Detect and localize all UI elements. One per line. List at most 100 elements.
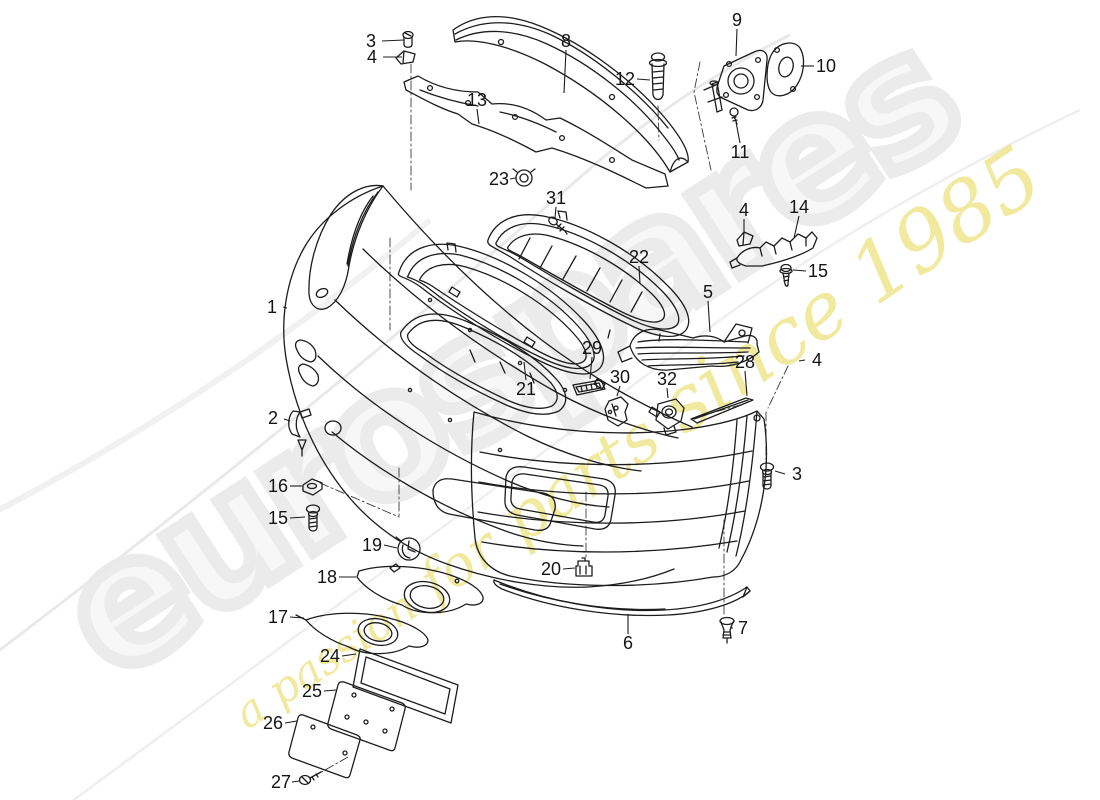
callout-label-25: 25	[301, 681, 323, 701]
part-16-nut	[303, 479, 322, 495]
callout-label-26: 26	[262, 713, 284, 733]
screw-3-top-icon	[403, 32, 413, 48]
part-13-retaining-frame	[404, 76, 668, 188]
part-31-screw	[547, 216, 567, 234]
part-10-gasket	[767, 43, 803, 96]
part-3-screw-right	[761, 463, 774, 489]
callout-leader-12	[636, 78, 651, 81]
callout-leader-9	[735, 28, 738, 57]
callout-leader-19	[383, 544, 398, 549]
part-18-fog-trim	[357, 564, 483, 616]
clip-4-mid-icon	[737, 232, 753, 246]
part-19-grommet	[396, 537, 420, 560]
callout-leader-1	[282, 306, 288, 309]
screw-15-right-icon	[780, 265, 792, 287]
callout-label-15: 15	[807, 261, 829, 281]
part-9-tow-bracket	[704, 50, 767, 112]
part-26-plate-pad	[289, 715, 360, 778]
part-30-bracket	[605, 397, 628, 426]
callout-label-21: 21	[515, 379, 537, 399]
part-28-trim-strip	[691, 398, 753, 423]
callout-label-13: 13	[466, 90, 488, 110]
callout-leader-8	[563, 49, 567, 94]
part-5-center-grille-assembly	[618, 324, 759, 370]
callout-label-17: 17	[267, 607, 289, 627]
callout-label-28: 28	[734, 352, 756, 372]
callout-label-31: 31	[545, 188, 567, 208]
construction-lines	[318, 62, 788, 774]
callout-leader-4	[798, 359, 806, 362]
part-6-front-lip	[494, 580, 750, 615]
callout-label-3: 3	[365, 31, 377, 51]
part-8-impact-beam	[453, 17, 688, 172]
callout-label-3: 3	[791, 464, 803, 484]
callout-label-19: 19	[361, 535, 383, 555]
callout-label-16: 16	[267, 476, 289, 496]
part-27-screw	[300, 772, 322, 785]
part-25-plate-pad	[328, 682, 405, 751]
callout-leader-21	[523, 361, 527, 381]
callout-label-4: 4	[366, 47, 378, 67]
callout-leader-15	[289, 516, 306, 519]
callout-leader-25	[323, 689, 337, 692]
callout-label-11: 11	[730, 142, 750, 162]
callout-label-15: 15	[267, 508, 289, 528]
callout-leader-3	[774, 470, 786, 475]
callout-leader-28	[744, 370, 748, 397]
callout-leader-22	[638, 265, 641, 285]
callout-label-30: 30	[609, 367, 631, 387]
callout-label-22: 22	[628, 247, 650, 267]
callout-leader-32	[666, 387, 669, 399]
callout-leader-20	[562, 567, 576, 570]
callout-leader-31	[554, 206, 557, 219]
part-14-side-bracket	[730, 232, 817, 268]
callout-label-32: 32	[656, 369, 678, 389]
part-22-upper-grille	[488, 211, 689, 341]
callout-label-23: 23	[488, 169, 510, 189]
callout-leader-26	[284, 720, 298, 724]
callout-label-6: 6	[622, 633, 634, 653]
callout-leader-30	[616, 385, 621, 397]
callout-label-29: 29	[581, 338, 603, 358]
callout-leader-2	[283, 418, 291, 422]
callout-label-27: 27	[270, 772, 292, 792]
callout-label-2: 2	[267, 408, 279, 428]
callout-label-24: 24	[319, 646, 341, 666]
callout-leader-17	[289, 616, 305, 619]
callout-label-1: 1	[266, 297, 278, 317]
callout-label-7: 7	[737, 618, 749, 638]
part-24-license-frame	[353, 649, 458, 723]
callout-leader-23	[509, 177, 517, 180]
callout-label-12: 12	[614, 69, 636, 89]
callout-label-8: 8	[560, 31, 572, 51]
callout-leader-14	[793, 215, 800, 239]
part-7-rivet	[720, 618, 734, 644]
part-20-clip	[576, 558, 592, 576]
part-1-bumper-cover	[284, 185, 692, 587]
callout-label-5: 5	[702, 282, 714, 302]
part-lower-bumper-section	[471, 411, 766, 586]
callout-label-18: 18	[316, 567, 338, 587]
callout-leader-15	[792, 269, 807, 272]
part-2-clip	[289, 409, 311, 456]
callout-label-9: 9	[731, 10, 743, 30]
part-17-fog-trim	[296, 613, 428, 653]
callout-label-10: 10	[815, 56, 837, 76]
callout-leader-3	[381, 39, 405, 42]
callout-label-14: 14	[788, 197, 810, 217]
part-12-bolt	[650, 53, 667, 100]
part-15-screw-left	[307, 505, 320, 531]
callout-label-20: 20	[540, 559, 562, 579]
callout-label-4: 4	[738, 200, 750, 220]
callout-leader-13	[476, 108, 480, 125]
callout-leader-11	[735, 121, 741, 144]
clip-4-top-icon	[396, 51, 415, 64]
part-11-screw	[730, 108, 738, 124]
callout-leader-24	[341, 653, 357, 657]
callout-label-4: 4	[811, 350, 823, 370]
